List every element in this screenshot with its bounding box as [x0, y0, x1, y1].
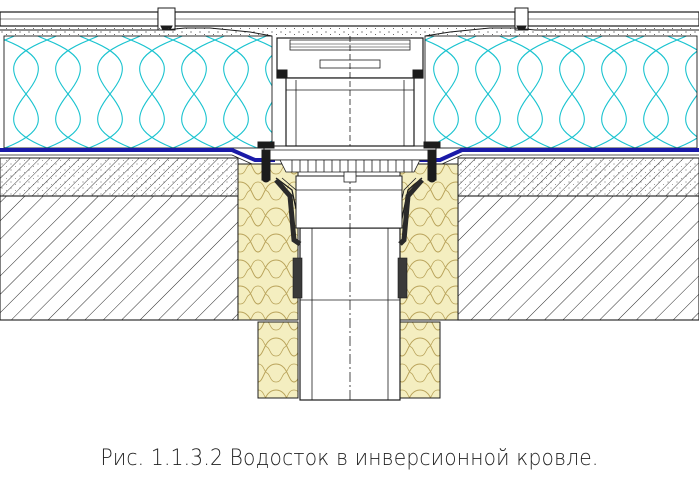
- roof-drain-section-drawing: [0, 7, 699, 402]
- figure-caption: Рис. 1.1.3.2 Водосток в инверсионной кро…: [100, 446, 599, 471]
- xps-insulation-right: [424, 35, 698, 149]
- drain-extension-riser: [276, 36, 424, 147]
- mineral-wool-fill: [237, 163, 459, 399]
- gravel-layer: [0, 27, 699, 37]
- leaf-guard-grate: [279, 159, 421, 183]
- drain-funnel: [274, 160, 424, 247]
- paving-slabs: [0, 7, 699, 31]
- screed-layer: [0, 157, 699, 197]
- concrete-slab: [0, 195, 699, 321]
- xps-insulation-left: [3, 35, 273, 149]
- drain-flange-clamp: [257, 141, 441, 183]
